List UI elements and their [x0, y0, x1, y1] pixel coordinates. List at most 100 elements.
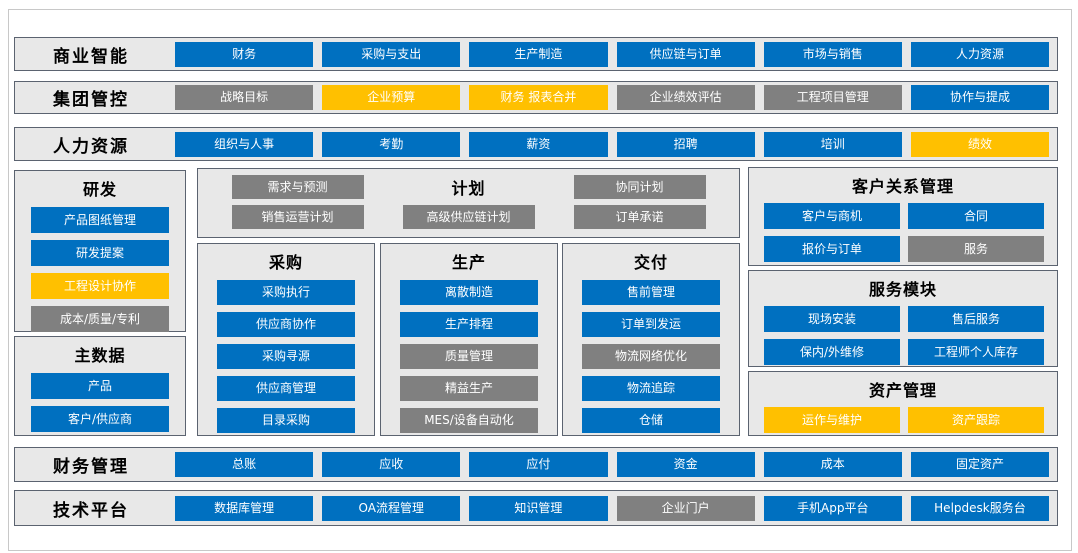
module-button[interactable]: 薪资 — [469, 131, 608, 157]
module-button[interactable]: 售后服务 — [908, 306, 1044, 332]
panel-title-plan: 计划 — [451, 179, 486, 198]
module-button[interactable]: OA流程管理 — [322, 495, 461, 521]
module-button[interactable]: 工程设计协作 — [31, 273, 169, 299]
panel-title-asset-management: 资产管理 — [868, 381, 937, 400]
module-button[interactable]: 绩效 — [910, 131, 1050, 157]
module-button[interactable]: 客户与商机 — [764, 203, 900, 229]
panel-service-module: 服务模块 现场安装 售后服务 保内/外维修 工程师个人库存 — [748, 270, 1058, 367]
module-button[interactable]: 企业门户 — [616, 495, 755, 521]
module-button[interactable]: 企业预算 — [322, 85, 461, 110]
band-buttons: 组织与人事 考勤 薪资 招聘 培训 绩效 — [167, 131, 1057, 157]
module-button[interactable]: 应收 — [322, 452, 461, 477]
panel-buttons: 运作与维护 资产跟踪 — [749, 401, 1057, 433]
module-button[interactable]: 数据库管理 — [175, 495, 314, 521]
band-title-financial-management: 财务管理 — [53, 457, 129, 477]
module-button[interactable]: 市场与销售 — [763, 41, 902, 67]
module-button[interactable]: MES/设备自动化 — [400, 408, 538, 433]
band-buttons: 总账 应收 应付 资金 成本 固定资产 — [167, 452, 1057, 477]
module-button[interactable]: 资金 — [616, 452, 755, 477]
module-button[interactable]: 高级供应链计划 — [402, 205, 535, 229]
module-button[interactable]: 服务 — [908, 236, 1044, 262]
module-button[interactable]: 订单到发运 — [582, 312, 720, 337]
band-title-technology-platform: 技术平台 — [53, 500, 129, 521]
module-button[interactable]: Helpdesk服务台 — [910, 495, 1050, 521]
panel-buttons: 需求与预测 计划 协同计划 销售运营计划 高级供应链计划 订单承诺 — [198, 169, 739, 229]
module-button[interactable]: 保内/外维修 — [764, 339, 900, 365]
module-button[interactable]: 生产排程 — [400, 312, 538, 337]
module-button[interactable]: 协作与提成 — [910, 85, 1050, 110]
module-button[interactable]: 财务 — [175, 41, 314, 67]
panel-buttons: 采购执行 供应商协作 采购寻源 供应商管理 目录采购 — [198, 280, 374, 433]
module-button[interactable]: 总账 — [175, 452, 314, 477]
module-button[interactable]: 研发提案 — [31, 240, 169, 266]
module-button[interactable]: 客户/供应商 — [31, 406, 169, 432]
panel-delivery: 交付 售前管理 订单到发运 物流网络优化 物流追踪 仓储 — [562, 243, 740, 436]
module-button[interactable]: 目录采购 — [217, 408, 355, 433]
module-button[interactable]: 供应商管理 — [217, 376, 355, 401]
band-title-group-control: 集团管控 — [53, 90, 129, 110]
panel-buttons: 产品 客户/供应商 — [15, 373, 185, 432]
module-button[interactable]: 物流网络优化 — [582, 344, 720, 369]
module-button[interactable]: 战略目标 — [175, 85, 314, 110]
band-title-human-resources: 人力资源 — [53, 136, 129, 157]
module-button[interactable]: 产品图纸管理 — [31, 207, 169, 233]
module-button[interactable]: 考勤 — [322, 131, 461, 157]
module-button[interactable]: 成本/质量/专利 — [31, 306, 169, 332]
panel-buttons: 客户与商机 合同 报价与订单 服务 — [749, 197, 1057, 262]
module-button[interactable]: 运作与维护 — [764, 407, 900, 433]
panel-title-procurement: 采购 — [268, 253, 303, 272]
module-button[interactable]: 仓储 — [582, 408, 720, 433]
module-button[interactable]: 需求与预测 — [231, 175, 364, 199]
panel-buttons: 产品图纸管理 研发提案 工程设计协作 成本/质量/专利 — [15, 207, 185, 332]
panel-title-delivery: 交付 — [633, 253, 668, 272]
band-buttons: 财务 采购与支出 生产制造 供应链与订单 市场与销售 人力资源 — [167, 41, 1057, 67]
module-button[interactable]: 人力资源 — [910, 41, 1050, 67]
module-button[interactable]: 应付 — [469, 452, 608, 477]
panel-buttons: 现场安装 售后服务 保内/外维修 工程师个人库存 — [749, 300, 1057, 365]
band-human-resources: 人力资源 组织与人事 考勤 薪资 招聘 培训 绩效 — [14, 127, 1058, 161]
module-button[interactable]: 资产跟踪 — [908, 407, 1044, 433]
module-button[interactable]: 质量管理 — [400, 344, 538, 369]
module-button[interactable]: 手机App平台 — [763, 495, 902, 521]
panel-title-crm: 客户关系管理 — [851, 177, 954, 196]
panel-title-service-module: 服务模块 — [868, 280, 937, 299]
band-group-control: 集团管控 战略目标 企业预算 财务 报表合并 企业绩效评估 工程项目管理 协作与… — [14, 81, 1058, 114]
panel-master-data: 主数据 产品 客户/供应商 — [14, 336, 186, 436]
module-button[interactable]: 采购寻源 — [217, 344, 355, 369]
module-button[interactable]: 销售运营计划 — [231, 205, 364, 229]
module-button[interactable]: 采购执行 — [217, 280, 355, 305]
module-button[interactable]: 固定资产 — [910, 452, 1050, 477]
module-button[interactable]: 供应商协作 — [217, 312, 355, 337]
module-button[interactable]: 知识管理 — [469, 495, 608, 521]
module-button[interactable]: 现场安装 — [764, 306, 900, 332]
module-button[interactable]: 工程项目管理 — [763, 85, 902, 110]
panel-asset-management: 资产管理 运作与维护 资产跟踪 — [748, 371, 1058, 436]
panel-crm: 客户关系管理 客户与商机 合同 报价与订单 服务 — [748, 167, 1058, 266]
module-button[interactable]: 离散制造 — [400, 280, 538, 305]
module-button[interactable]: 报价与订单 — [764, 236, 900, 262]
module-button[interactable]: 产品 — [31, 373, 169, 399]
module-button[interactable]: 工程师个人库存 — [908, 339, 1044, 365]
module-button[interactable]: 合同 — [908, 203, 1044, 229]
band-buttons: 数据库管理 OA流程管理 知识管理 企业门户 手机App平台 Helpdesk服… — [167, 495, 1057, 521]
module-button[interactable]: 生产制造 — [469, 41, 608, 67]
module-button[interactable]: 企业绩效评估 — [616, 85, 755, 110]
module-button[interactable]: 物流追踪 — [582, 376, 720, 401]
module-button[interactable]: 协同计划 — [573, 175, 706, 199]
module-button[interactable]: 采购与支出 — [322, 41, 461, 67]
module-button[interactable]: 财务 报表合并 — [469, 85, 608, 110]
panel-title-rnd: 研发 — [82, 180, 117, 199]
module-button[interactable]: 组织与人事 — [175, 131, 314, 157]
module-button[interactable]: 供应链与订单 — [616, 41, 755, 67]
panel-procurement: 采购 采购执行 供应商协作 采购寻源 供应商管理 目录采购 — [197, 243, 375, 436]
module-button[interactable]: 招聘 — [616, 131, 755, 157]
panel-production: 生产 离散制造 生产排程 质量管理 精益生产 MES/设备自动化 — [380, 243, 558, 436]
module-button[interactable]: 成本 — [763, 452, 902, 477]
module-button[interactable]: 订单承诺 — [573, 205, 706, 229]
band-financial-management: 财务管理 总账 应收 应付 资金 成本 固定资产 — [14, 447, 1058, 482]
panel-title-master-data: 主数据 — [74, 346, 126, 365]
module-button[interactable]: 培训 — [763, 131, 902, 157]
module-button[interactable]: 售前管理 — [582, 280, 720, 305]
module-button[interactable]: 精益生产 — [400, 376, 538, 401]
panel-buttons: 离散制造 生产排程 质量管理 精益生产 MES/设备自动化 — [381, 280, 557, 433]
